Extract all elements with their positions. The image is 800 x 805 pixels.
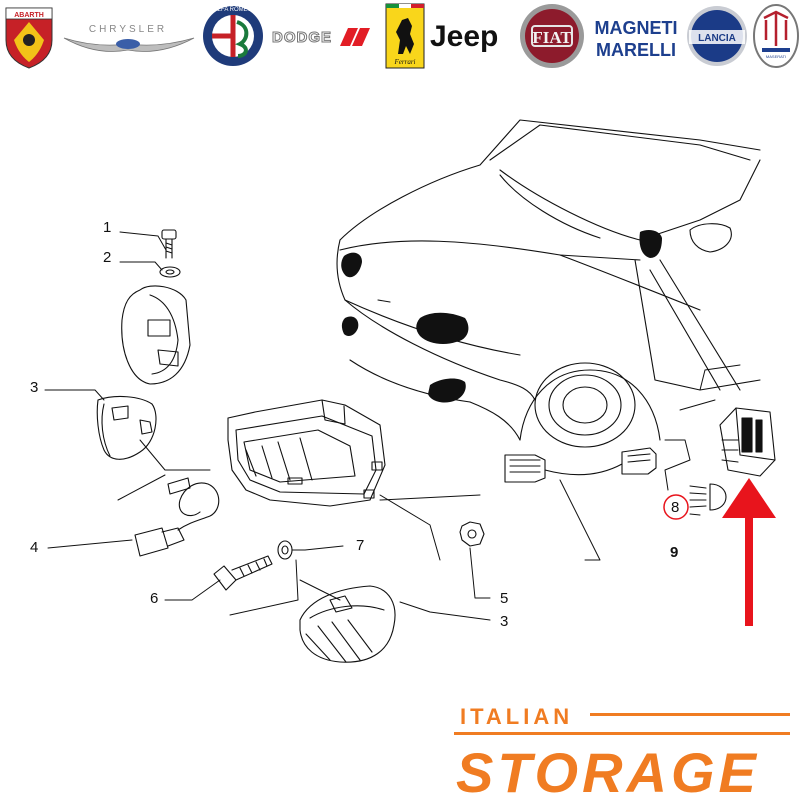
- callout-3-upper: 3: [30, 379, 38, 396]
- svg-text:Jeep: Jeep: [430, 20, 498, 53]
- part-7-washer: [277, 540, 293, 560]
- red-pointer-arrow: [722, 478, 776, 626]
- callout-2: 2: [103, 249, 111, 266]
- abarth-logo: ABARTH: [5, 7, 53, 69]
- part-5-clip-nut: [459, 521, 485, 547]
- callout-6: 6: [150, 590, 158, 607]
- callout-7: 7: [356, 537, 364, 554]
- svg-text:MASERATI: MASERATI: [766, 54, 786, 59]
- callout-3-lower: 3: [500, 613, 508, 630]
- svg-text:DODGE: DODGE: [272, 29, 332, 46]
- leader-lines: [44, 231, 741, 621]
- lancia-logo: LANCIA: [687, 6, 747, 66]
- dodge-logo: DODGE: [272, 28, 370, 47]
- callout-4: 4: [30, 539, 38, 556]
- brand-logo-bar: ABARTH CHRYSLER ALFA ROMEO DODGE: [0, 0, 800, 74]
- callout-8: 8: [671, 499, 679, 516]
- brand-line-2: STORAGE: [456, 741, 760, 800]
- alfa-romeo-logo: ALFA ROMEO: [203, 6, 263, 66]
- part-3-fog-lamp: [299, 585, 396, 663]
- jeep-logo: Jeep: [430, 20, 498, 53]
- svg-text:MARELLI: MARELLI: [596, 40, 676, 60]
- car-drawing: [336, 119, 761, 448]
- svg-text:Ferrari: Ferrari: [394, 58, 416, 66]
- callout-labels: 1 2 3 4 5 6 7 8 9 3: [30, 219, 679, 630]
- svg-text:FIAT: FIAT: [532, 28, 572, 47]
- svg-text:MAGNETI: MAGNETI: [595, 18, 678, 38]
- headlamp-housing-rear: [121, 285, 191, 385]
- callout-9: 9: [670, 544, 678, 561]
- magneti-marelli-logo: MAGNETI MARELLI: [595, 18, 678, 60]
- brand-rule-top: [590, 713, 790, 716]
- part-4-bulb-holder: [134, 477, 220, 557]
- svg-text:ALFA ROMEO: ALFA ROMEO: [214, 7, 253, 13]
- brand-line-1: ITALIAN: [460, 704, 573, 729]
- brand-rule-bottom: [454, 732, 790, 735]
- chrysler-logo: CHRYSLER: [63, 24, 195, 52]
- part-9-wiring-harness: [504, 447, 657, 483]
- callout-1: 1: [103, 219, 111, 236]
- headlamp-assembly: [227, 399, 386, 507]
- fiat-logo: FIAT: [520, 4, 584, 68]
- ferrari-logo: Ferrari: [385, 3, 425, 69]
- car-mount-points: [341, 230, 662, 403]
- italian-storage-logo: ITALIAN STORAGE: [440, 700, 800, 804]
- part-3-indicator-upper: [96, 395, 157, 460]
- callout-5: 5: [500, 590, 508, 607]
- svg-text:LANCIA: LANCIA: [698, 33, 736, 44]
- part-1-screw: [161, 229, 177, 259]
- part-8-headlamp-symbol-icon: [689, 483, 727, 511]
- part-2-washer: [159, 266, 181, 278]
- svg-text:CHRYSLER: CHRYSLER: [89, 24, 167, 35]
- part-8-highlight-circle: [663, 494, 689, 520]
- part-6-bolt: [213, 555, 273, 591]
- headlamp-switch-module: [719, 407, 776, 477]
- svg-text:ABARTH: ABARTH: [14, 12, 44, 19]
- maserati-logo: MASERATI: [753, 4, 799, 68]
